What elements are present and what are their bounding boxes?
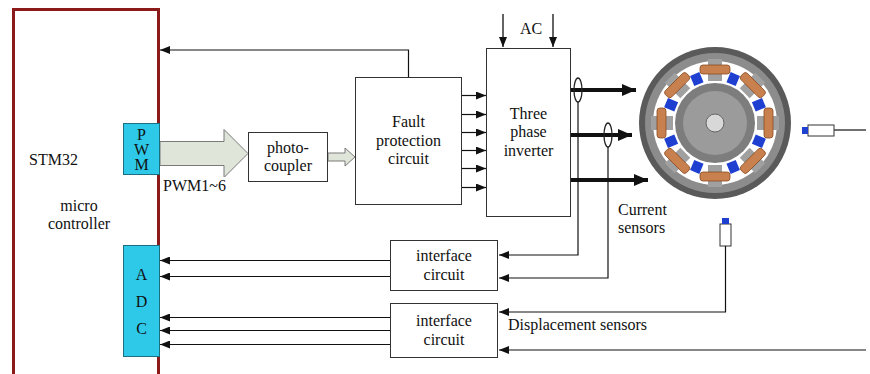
box-label: interface circuit: [399, 247, 489, 284]
sensor-tip: [802, 127, 808, 134]
signal-arrow: [160, 344, 390, 345]
phase-wire: [571, 88, 636, 92]
sensor-wire: [499, 246, 726, 312]
signal-label: Current sensors: [618, 201, 690, 238]
sensor-wire: [834, 129, 866, 130]
port-box: PWM: [123, 123, 160, 175]
signal-arrow: [462, 114, 486, 115]
signal-label: PWM1~6: [163, 177, 226, 195]
coil: [700, 172, 730, 181]
sensor-tip: [722, 218, 729, 224]
signal-arrow: [160, 317, 390, 318]
magnet: [752, 134, 766, 147]
signal-label: AC: [520, 20, 542, 38]
motor-rotor: [675, 83, 755, 163]
signal-arrow: [160, 260, 390, 261]
signal-arrow: [462, 132, 486, 133]
process-box: photo- coupler: [248, 132, 328, 182]
signal-arrow: [462, 95, 486, 96]
phase-wire: [571, 133, 632, 137]
magnet: [726, 160, 739, 174]
ac-input-arrow: [552, 14, 553, 47]
box-label: Fault protection circuit: [364, 113, 453, 168]
port-label: ADC: [134, 261, 150, 342]
signal-label: Displacement sensors: [508, 316, 647, 334]
process-box: Fault protection circuit: [355, 77, 462, 205]
block-arrow: [160, 130, 248, 178]
motor-stator: [645, 53, 785, 193]
signal-arrow: [462, 187, 486, 188]
signal-arrow: [160, 276, 390, 277]
magnet: [726, 72, 739, 86]
magnet: [664, 98, 678, 111]
box-label: micro controller: [37, 197, 121, 234]
signal-arrow: [160, 330, 390, 331]
ac-input-arrow: [502, 14, 503, 47]
motor-shaft: [706, 114, 724, 132]
magnet: [752, 98, 766, 111]
signal-arrow: [462, 150, 486, 151]
coil: [764, 108, 773, 138]
magnet: [664, 134, 678, 147]
process-box: Three phase inverter: [486, 48, 571, 217]
current-sensor: [574, 78, 582, 102]
coil: [700, 65, 730, 74]
signal-arrow: [462, 168, 486, 169]
current-sensor: [604, 123, 612, 147]
phase-wire: [571, 178, 648, 182]
displacement-sensor: [808, 125, 834, 136]
block-arrow: [328, 148, 355, 166]
chip-name: STM32: [29, 151, 78, 169]
magnet: [690, 160, 703, 174]
signal-arrow: [160, 50, 409, 77]
box-label: interface circuit: [399, 312, 489, 349]
process-box: interface circuit: [390, 303, 498, 358]
port-box: ADC: [123, 245, 160, 357]
box-label: photo- coupler: [255, 139, 321, 176]
controller-box: STM32 micro controller PWM ADC: [12, 8, 160, 374]
coil: [657, 108, 666, 138]
displacement-sensor: [720, 224, 731, 246]
motor-rotor-core: [683, 91, 747, 155]
process-box: interface circuit: [390, 240, 498, 291]
sensor-wire: [499, 349, 866, 350]
box-label: Three phase inverter: [493, 105, 564, 160]
magnet: [690, 72, 703, 86]
motor-housing: [639, 47, 791, 199]
port-label: PWM: [134, 127, 150, 172]
motor-windings: [651, 59, 779, 187]
